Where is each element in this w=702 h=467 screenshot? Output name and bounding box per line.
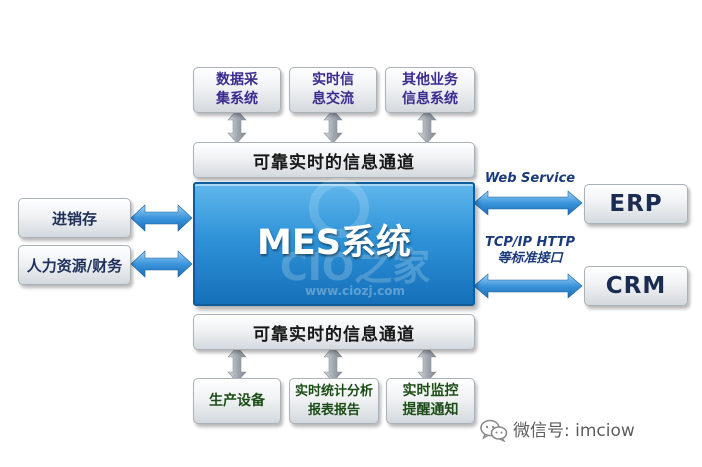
- channel-top: 可靠实时的信息通道: [193, 142, 475, 178]
- arrow-bottom-3: [417, 346, 437, 383]
- channel-bottom-label: 可靠实时的信息通道: [253, 324, 415, 345]
- annotation-web-service: Web Service: [484, 171, 576, 186]
- top-system-label: 实时信 息交流: [312, 72, 354, 107]
- wechat-id-text: 微信号: imciow: [513, 421, 635, 441]
- top-system-other-business: 其他业务 信息系统: [385, 67, 475, 113]
- top-system-label: 其他业务 信息系统: [402, 72, 458, 107]
- arrow-bottom-1: [227, 346, 247, 383]
- watermark-brand: CIO之家: [279, 245, 431, 289]
- left-system-label: 进销存: [51, 209, 97, 228]
- channel-top-label: 可靠实时的信息通道: [253, 152, 415, 173]
- right-system-label: ERP: [609, 191, 663, 217]
- top-system-label: 数据采 集系统: [216, 72, 258, 107]
- arrow-bottom-2: [323, 346, 343, 383]
- bottom-system-production-equipment: 生产设备: [193, 378, 281, 424]
- bottom-system-statistics-reports: 实时统计分析 报表报告: [289, 378, 379, 424]
- right-system-crm: CRM: [584, 266, 688, 306]
- watermark-ring-icon: [309, 178, 369, 238]
- arrow-right-2: [473, 273, 583, 299]
- right-system-erp: ERP: [584, 184, 688, 224]
- right-system-label: CRM: [605, 273, 667, 299]
- arrow-top-2: [323, 109, 343, 144]
- watermark-url: www.ciozj.com: [304, 284, 406, 298]
- arrow-left-2: [130, 250, 193, 278]
- left-system-label: 人力资源/财务: [26, 256, 123, 275]
- channel-bottom: 可靠实时的信息通道: [193, 314, 475, 350]
- bottom-system-monitoring-alerts: 实时监控 提醒通知: [386, 378, 475, 424]
- wechat-icon: [480, 419, 508, 442]
- top-system-data-collection: 数据采 集系统: [193, 67, 281, 113]
- mes-system-block: CIO之家 www.ciozj.com MES系统: [193, 178, 475, 306]
- bottom-system-label: 生产设备: [209, 392, 265, 409]
- arrow-right-1: [473, 190, 583, 216]
- left-system-inventory: 进销存: [18, 198, 131, 238]
- bottom-system-label: 实时统计分析 报表报告: [294, 384, 373, 418]
- top-system-realtime-exchange: 实时信 息交流: [289, 67, 377, 113]
- arrow-top-1: [227, 109, 247, 144]
- arrow-top-3: [417, 109, 437, 144]
- mes-title: MES系统: [257, 223, 411, 263]
- arrow-left-1: [130, 204, 193, 232]
- left-system-hr-finance: 人力资源/财务: [18, 245, 131, 285]
- bottom-system-label: 实时监控 提醒通知: [402, 383, 459, 418]
- annotation-tcp-http: TCP/IP HTTP 等标准接口: [484, 235, 576, 266]
